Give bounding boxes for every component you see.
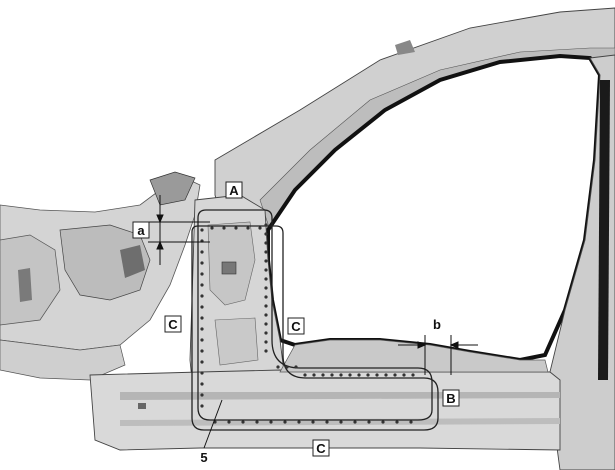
spot-weld-dot — [276, 365, 280, 369]
spot-weld-dot — [303, 373, 307, 377]
spot-weld-dot — [264, 304, 268, 308]
spot-weld-dot — [285, 365, 289, 369]
spot-weld-dot — [330, 373, 334, 377]
dimension-b — [398, 335, 478, 375]
spot-weld-dot — [384, 373, 388, 377]
spot-weld-dot — [200, 261, 204, 265]
spot-weld-dot — [283, 420, 287, 424]
spot-weld-dot — [321, 373, 325, 377]
spot-weld-dots — [200, 223, 415, 424]
engine-bay-structure — [0, 171, 201, 381]
spot-weld-dot — [200, 305, 204, 309]
svg-text:b: b — [433, 317, 441, 332]
svg-text:C: C — [168, 317, 178, 332]
spot-weld-dot — [357, 373, 361, 377]
callout-b: b — [433, 317, 441, 332]
spot-weld-dot — [234, 226, 238, 230]
spot-weld-dot — [264, 268, 268, 272]
spot-weld-dot — [325, 420, 329, 424]
spot-weld-dot — [264, 322, 268, 326]
svg-text:B: B — [446, 391, 455, 406]
dimension-a — [148, 195, 210, 265]
spot-weld-dot — [367, 420, 371, 424]
spot-weld-dot — [200, 316, 204, 320]
spot-weld-dot — [395, 420, 399, 424]
spot-weld-dot — [264, 250, 268, 254]
spot-weld-dot — [339, 420, 343, 424]
spot-weld-dot — [200, 228, 204, 232]
spot-weld-dot — [311, 420, 315, 424]
spot-weld-dot — [393, 373, 397, 377]
weld-region-a — [191, 209, 439, 431]
spot-weld-dot — [264, 349, 268, 353]
spot-weld-dot — [200, 294, 204, 298]
spot-weld-dot — [411, 373, 415, 377]
spot-weld-dot — [200, 272, 204, 276]
callout-C-bottom: C — [312, 439, 330, 457]
spot-weld-dot — [264, 259, 268, 263]
spot-weld-dot — [409, 420, 413, 424]
spot-weld-dot — [227, 420, 231, 424]
callout-C-left: C — [164, 315, 182, 333]
spot-weld-dot — [348, 373, 352, 377]
spot-weld-dot — [366, 373, 370, 377]
spot-weld-dot — [353, 420, 357, 424]
callout-B: B — [442, 389, 460, 407]
spot-weld-dot — [312, 373, 316, 377]
spot-weld-dot — [200, 327, 204, 331]
part-5-leader — [203, 399, 223, 449]
spot-weld-dot — [264, 340, 268, 344]
spot-weld-dot — [246, 226, 250, 230]
callout-C-inner: C — [287, 317, 305, 335]
spot-weld-dot — [402, 373, 406, 377]
spot-weld-dot — [241, 420, 245, 424]
spot-weld-dot — [258, 226, 262, 230]
spot-weld-dot — [264, 286, 268, 290]
spot-weld-dot — [200, 349, 204, 353]
svg-text:C: C — [316, 441, 326, 456]
spot-weld-dot — [375, 373, 379, 377]
spot-weld-dot — [339, 373, 343, 377]
spot-weld-dot — [200, 338, 204, 342]
side-sill — [89, 339, 561, 451]
spot-weld-dot — [264, 241, 268, 245]
spot-weld-dot — [264, 232, 268, 236]
spot-weld-dot — [381, 420, 385, 424]
spot-weld-dot — [264, 295, 268, 299]
spot-weld-dot — [264, 277, 268, 281]
spot-weld-dot — [264, 313, 268, 317]
svg-text:A: A — [229, 183, 239, 198]
spot-weld-dot — [255, 420, 259, 424]
svg-text:C: C — [291, 319, 301, 334]
spot-weld-dot — [200, 250, 204, 254]
spot-weld-dot — [294, 365, 298, 369]
spot-weld-dot — [200, 393, 204, 397]
spot-weld-dot — [200, 404, 204, 408]
spot-weld-dot — [269, 420, 273, 424]
callout-a: a — [132, 221, 150, 239]
b-pillar — [547, 54, 615, 470]
callout-5: 5 — [200, 450, 207, 465]
spot-weld-dot — [264, 223, 268, 227]
hinge-pillar — [189, 194, 286, 411]
spot-weld-dot — [200, 283, 204, 287]
spot-weld-dot — [264, 331, 268, 335]
spot-weld-dot — [200, 382, 204, 386]
svg-text:a: a — [137, 223, 145, 238]
svg-text:5: 5 — [200, 450, 207, 465]
spot-weld-dot — [222, 226, 226, 230]
spot-weld-dot — [297, 420, 301, 424]
spot-weld-dot — [200, 371, 204, 375]
spot-weld-dot — [200, 360, 204, 364]
callout-A: A — [225, 181, 243, 199]
spot-weld-dot — [210, 226, 214, 230]
